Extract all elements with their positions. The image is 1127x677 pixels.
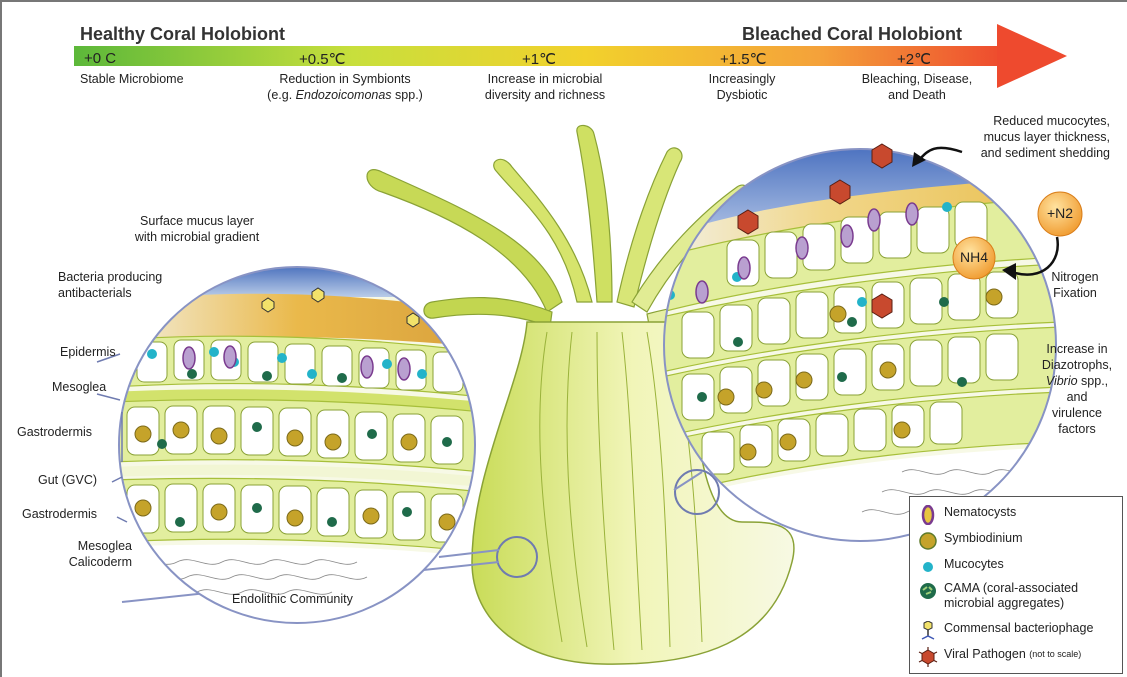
reduced-mucocytes-label-1: Reduced mucocytes, [922, 114, 1110, 129]
tick-desc-0: Stable Microbiome [80, 72, 184, 87]
legend-item-viral-pathogen: Viral Pathogen (not to scale) [918, 647, 1081, 667]
mucus-layer-label-1: Surface mucus layer [107, 214, 287, 229]
nitrogen-fixation-label-2: Fixation [1035, 286, 1115, 301]
mesoglea-calicoderm-label-2: Calicoderm [42, 555, 132, 570]
mesoglea-label: Mesoglea [52, 380, 106, 395]
reduced-mucocytes-label-2: mucus layer thickness, [922, 130, 1110, 145]
symbiodinium-icon [918, 531, 938, 551]
increase-label-1: Increase in [1032, 342, 1122, 357]
tick-desc-05-line1: Reduction in Symbionts [245, 72, 445, 87]
legend-item-mucocytes: Mucocytes [918, 557, 1004, 577]
cama-icon [918, 581, 938, 601]
increase-label-5: virulence [1032, 406, 1122, 421]
tick-label-05: +0.5℃ [299, 50, 345, 68]
legend-item-nematocysts: Nematocysts [918, 505, 1016, 525]
bacteriophage-icon [918, 621, 938, 641]
tick-desc-2-line2: and Death [847, 88, 987, 103]
bleached-title: Bleached Coral Holobiont [742, 24, 962, 45]
mucocyte-icon [918, 557, 938, 577]
increase-label-3: Vibrio spp., [1032, 374, 1122, 389]
increase-label-6: factors [1032, 422, 1122, 437]
tick-label-1: +1℃ [522, 50, 556, 68]
tick-label-2: +2℃ [897, 50, 931, 68]
legend-item-symbiodinium: Symbiodinium [918, 531, 1023, 551]
viral-pathogen-icon [918, 647, 938, 667]
increase-label-2: Diazotrophs, [1032, 358, 1122, 373]
tick-desc-1-line1: Increase in microbial [460, 72, 630, 87]
bacteria-label-1: Bacteria producing [58, 270, 162, 285]
gastrodermis-label-1: Gastrodermis [17, 425, 92, 440]
tick-label-0: +0 C [84, 50, 116, 67]
nematocyst-icon [918, 505, 938, 525]
endolithic-label: Endolithic Community [232, 592, 353, 607]
legend-item-bacteriophage: Commensal bacteriophage [918, 621, 1093, 641]
tick-label-15: +1.5℃ [720, 50, 766, 68]
gut-label: Gut (GVC) [38, 473, 97, 488]
gastrodermis-label-2: Gastrodermis [22, 507, 97, 522]
tick-desc-2-line1: Bleaching, Disease, [847, 72, 987, 87]
n2-label: +N2 [1038, 206, 1082, 221]
reduced-mucocytes-label-3: and sediment shedding [922, 146, 1110, 161]
tick-desc-15-line1: Increasingly [697, 72, 787, 87]
healthy-title: Healthy Coral Holobiont [80, 24, 285, 45]
bleached-tissue-zoom [662, 144, 1082, 547]
tick-desc-15-line2: Dysbiotic [697, 88, 787, 103]
epidermis-label: Epidermis [60, 345, 116, 360]
mesoglea-calicoderm-label-1: Mesoglea [42, 539, 132, 554]
nitrogen-fixation-label-1: Nitrogen [1035, 270, 1115, 285]
nh4-label: NH4 [952, 250, 996, 265]
mucus-layer-label-2: with microbial gradient [107, 230, 287, 245]
increase-label-4: and [1032, 390, 1122, 405]
tick-desc-05-line2: (e.g. Endozoicomonas spp.) [245, 88, 445, 103]
bacteria-label-2: antibacterials [58, 286, 132, 301]
tick-desc-1-line2: diversity and richness [460, 88, 630, 103]
legend: Nematocysts Symbiodinium Mucocytes CAMA … [909, 496, 1123, 674]
